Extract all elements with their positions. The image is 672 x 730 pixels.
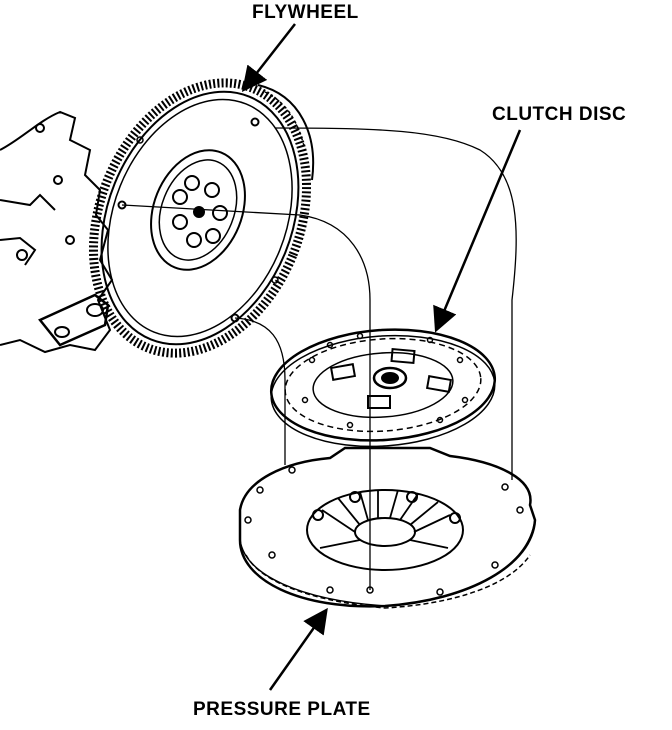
flywheel-label: FLYWHEEL	[252, 2, 359, 23]
leader-arrows	[241, 23, 522, 691]
arrow-clutch-disc	[433, 129, 522, 333]
flywheel	[88, 78, 314, 358]
clutch-disc-hub	[372, 366, 408, 390]
engine-block	[0, 110, 114, 354]
pressure-plate	[238, 446, 537, 609]
flywheel-bolts	[172, 175, 228, 248]
alignment-line-dowel-1	[274, 127, 517, 480]
clutch-disc-label: CLUTCH DISC	[492, 104, 627, 125]
clutch-disc-outer	[269, 328, 497, 442]
alignment-line-dowel-2	[234, 317, 286, 465]
flywheel-ring-gear	[88, 78, 312, 358]
arrow-flywheel	[241, 23, 296, 92]
arrow-pressure-plate	[268, 607, 328, 691]
diaphragm-spring-fingers	[319, 489, 451, 549]
alignment-line-center	[121, 204, 371, 590]
pressure-plate-label: PRESSURE PLATE	[193, 699, 371, 720]
pressure-plate-cover	[238, 446, 537, 608]
alignment-lines	[121, 127, 517, 590]
clutch-disc	[269, 328, 497, 448]
flywheel-hub	[150, 149, 246, 271]
